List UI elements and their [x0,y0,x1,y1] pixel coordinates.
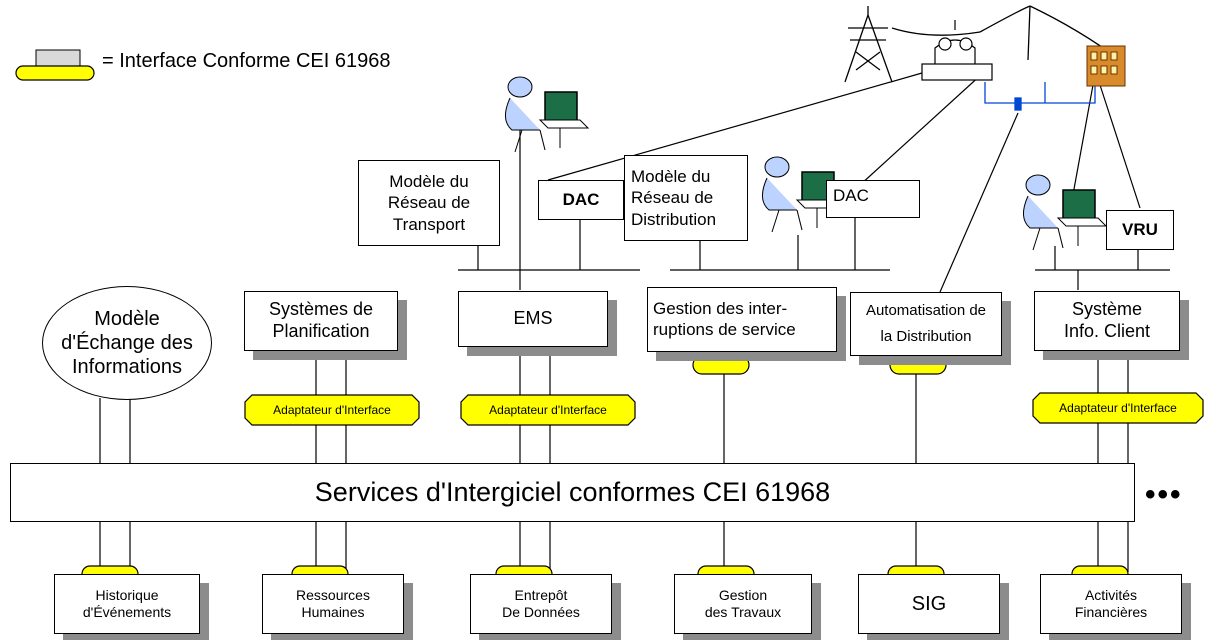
substation-icon [921,20,993,81]
label-line: Modèle du [389,172,469,192]
label-line: Historique [95,587,159,604]
adapter-shape [460,394,636,426]
more-systems-ellipsis: ••• [1145,478,1183,511]
adapter-label: Adaptateur d'Interface [1059,401,1177,415]
exchange-model-line: Informations [71,356,183,378]
label-line: Planification [272,321,370,341]
data-warehouse-box: Entrepôt De Données [470,574,612,634]
dac-box-distribution: DAC [826,180,920,218]
operator-workstation-icon [1023,174,1108,251]
adapter-shape [244,394,420,426]
label-line: la Distribution [880,328,972,345]
label-line: d'Événements [82,604,172,620]
label-line: Systèmes de [268,299,374,320]
adapter-shape [1032,392,1204,424]
interface-adapter-planning: Adaptateur d'Interface [244,394,420,426]
outage-management-box: Gestion des inter- ruptions de service [647,287,837,352]
label-line: Transport [392,214,466,234]
label-line: des Travaux [704,604,782,620]
label-line: Humaines [301,604,365,620]
label-line: Entrepôt [514,587,568,604]
distribution-network-model: Modèle du Réseau de Distribution [624,155,748,241]
label-line: VRU [1122,220,1158,240]
transport-network-model: Modèle du Réseau de Transport [358,160,500,246]
bus-label: Services d'Intergiciel conformes CEI 619… [314,477,831,507]
human-resources-box: Ressources Humaines [262,574,404,634]
ems-box: EMS [458,291,608,347]
customer-info-system-box: Système Info. Client [1034,291,1180,351]
distribution-feeder-icon [984,82,1096,111]
work-management-box: Gestion des Travaux [674,574,812,634]
label-line: Réseau de [631,188,714,208]
label-line: Ressources [296,587,370,604]
label-line: Réseau de [387,193,471,213]
legend-interface-icon [15,49,95,81]
label-line: Gestion des inter- [653,299,788,319]
label-line: Info. Client [1063,321,1151,341]
planning-systems-box: Systèmes de Planification [244,291,398,351]
label-line: Système [1071,299,1142,320]
label-line: SIG [911,593,947,615]
label-line: Modèle du [631,167,711,187]
event-history-box: Historique d'Événements [54,574,200,634]
label-line: EMS [513,308,553,329]
information-exchange-model: Modèle d'Échange des Informations [42,286,212,400]
adapter-label: Adaptateur d'Interface [273,403,391,417]
distribution-automation-box: Automatisation de la Distribution [850,292,1002,356]
middleware-services-bus: Services d'Intergiciel conformes CEI 619… [10,463,1135,522]
operator-workstation-icon [505,76,590,153]
financial-activities-box: Activités Financières [1040,574,1182,634]
gis-box: SIG [858,574,1000,634]
label-line: Distribution [631,209,717,229]
exchange-model-line: d'Échange des [61,332,193,354]
label-line: Financières [1074,604,1148,620]
label-line: Automatisation de [865,301,987,319]
label-line: DAC [833,186,869,205]
adapter-label: Adaptateur d'Interface [489,403,607,417]
label-line: De Données [502,604,580,620]
exchange-model-line: Modèle [94,308,160,330]
label-line: DAC [562,190,600,210]
dac-box-ems: DAC [538,180,624,220]
label-line: Activités [1084,587,1138,604]
label-line: Gestion [718,587,768,604]
label-line: ruptions de service [653,319,796,339]
vru-box: VRU [1106,210,1174,250]
interface-adapter-customer: Adaptateur d'Interface [1032,392,1204,424]
legend-label: = Interface Conforme CEI 61968 [102,50,391,72]
building-icon [1086,45,1126,87]
interface-adapter-ems: Adaptateur d'Interface [460,394,636,426]
